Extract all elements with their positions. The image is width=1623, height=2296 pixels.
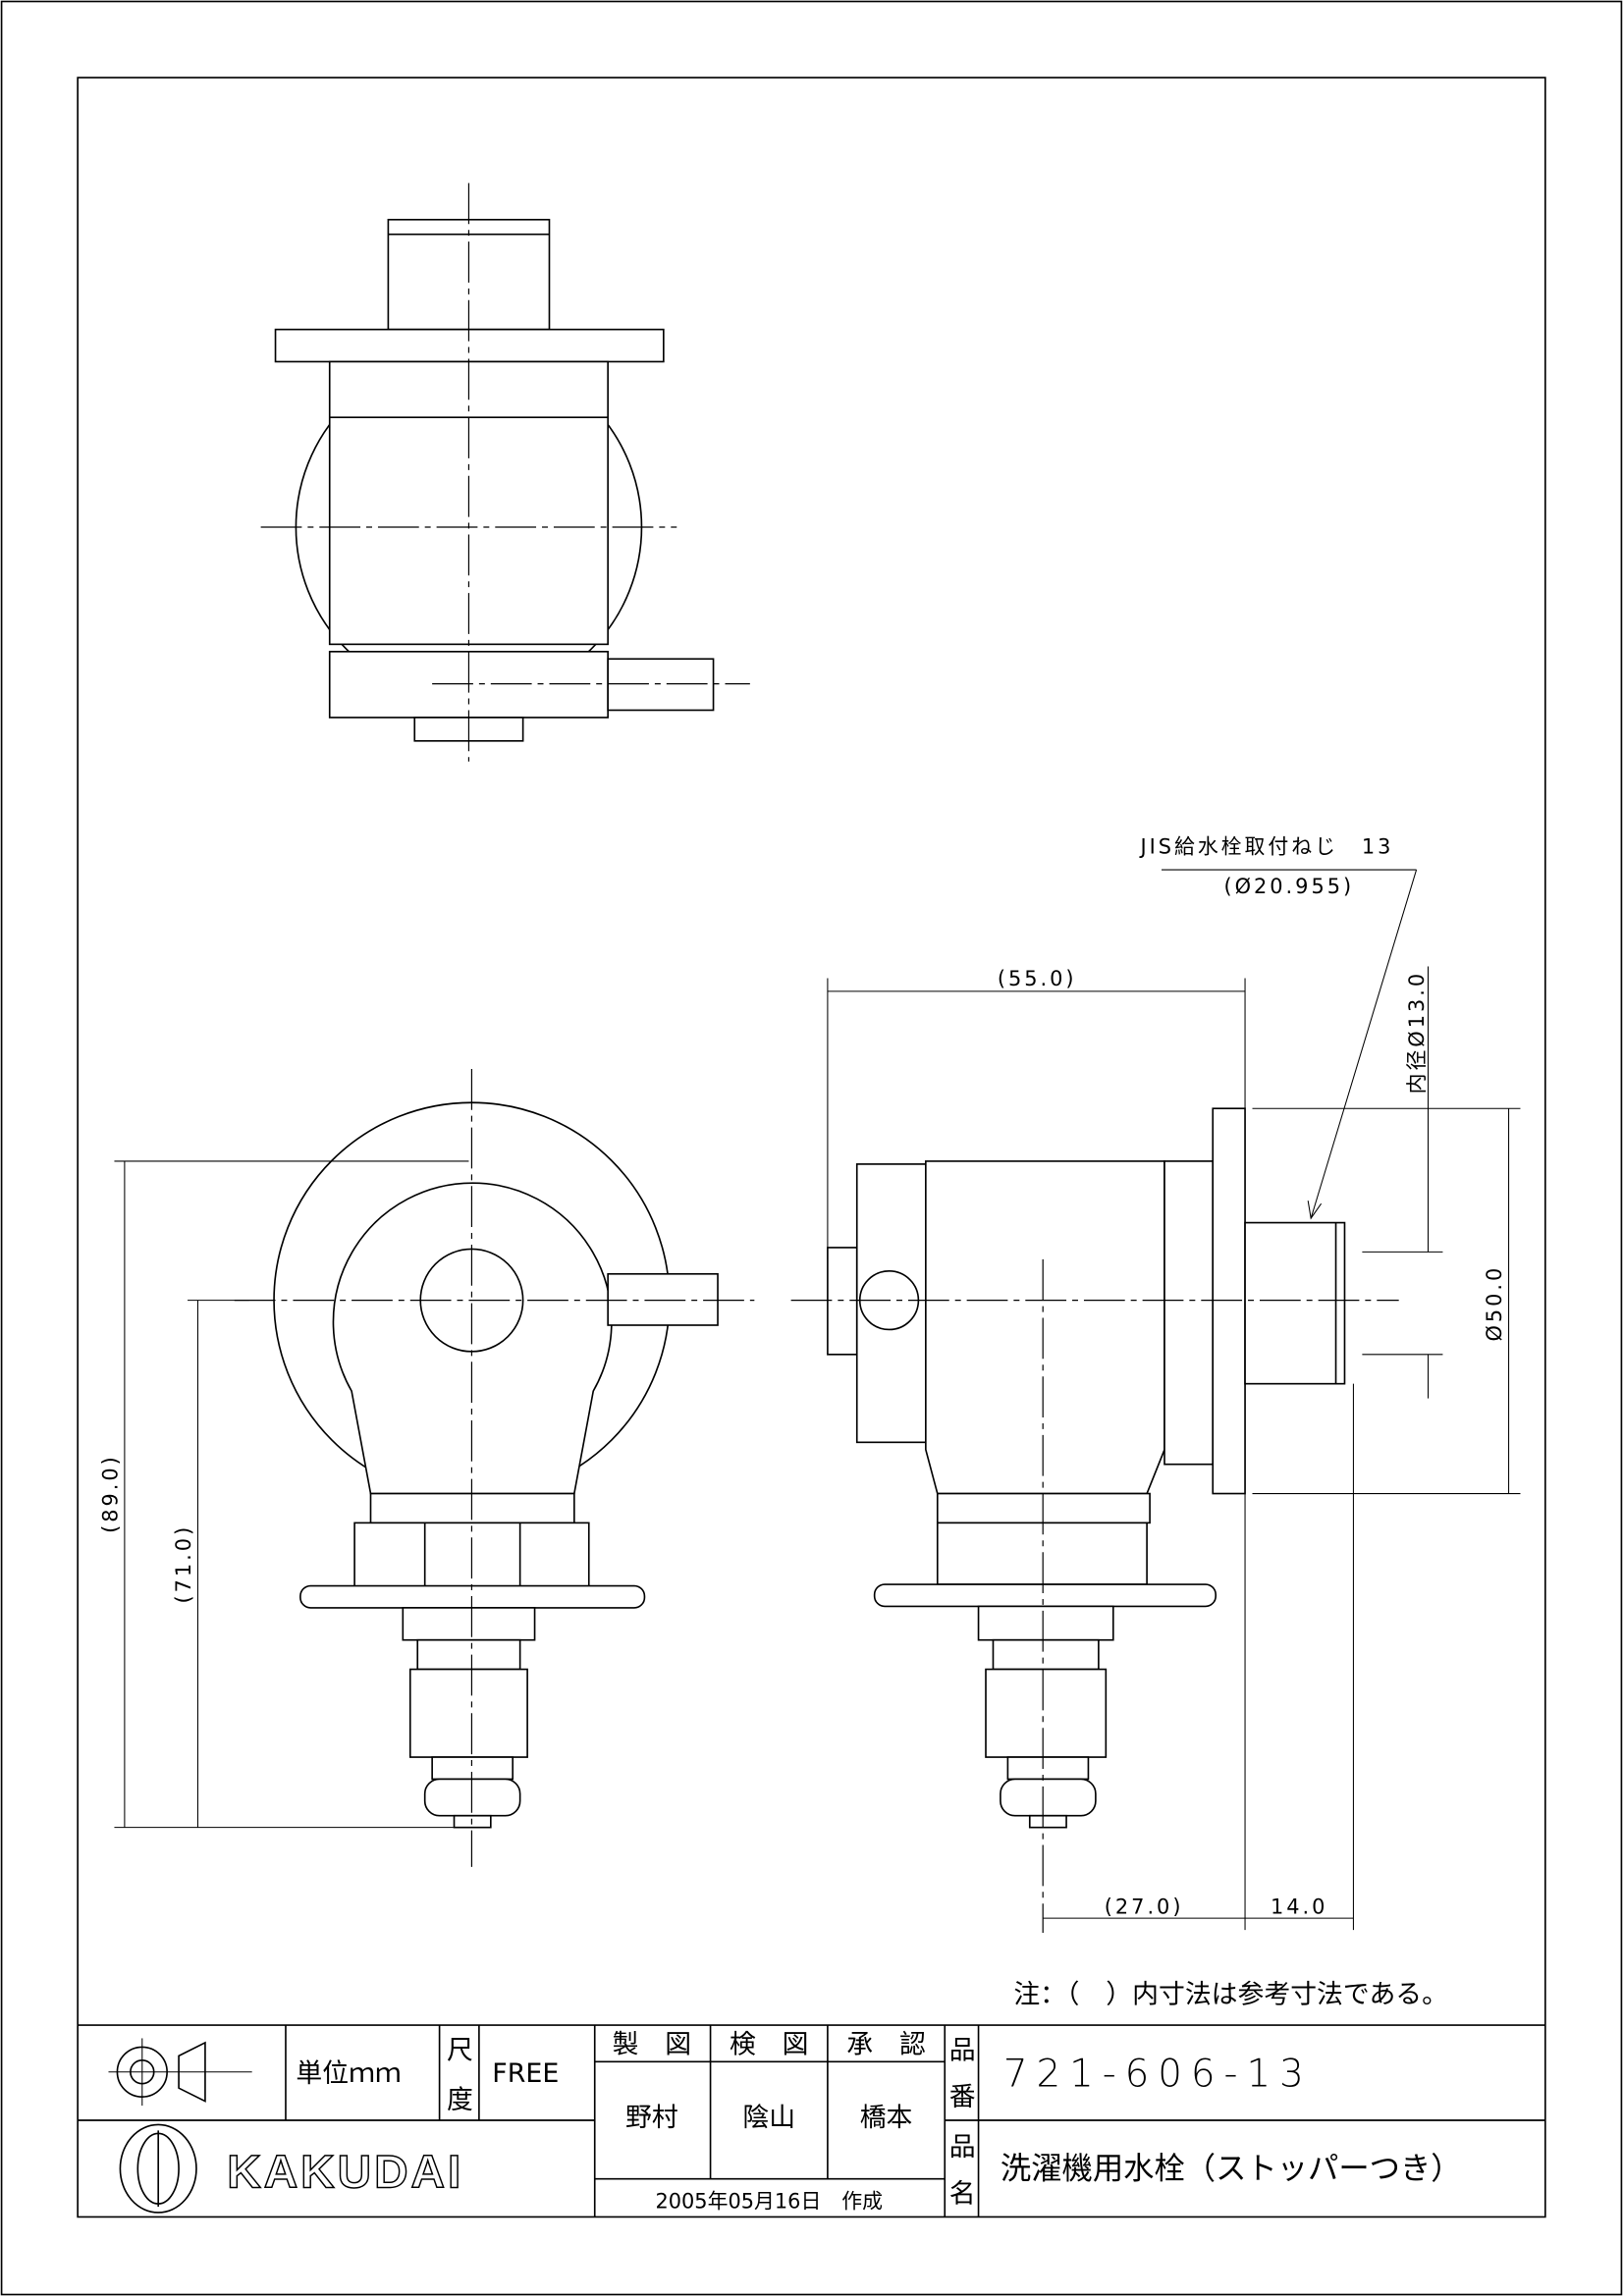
- dim-flange-dia: Ø50.0: [1483, 1265, 1506, 1342]
- reference-note: 注：（ ）内寸法は参考寸法である。: [1013, 1980, 1448, 2010]
- side-view: [790, 869, 1521, 1934]
- name-drafter: 野村: [625, 2103, 678, 2133]
- part-number: 721-606-13: [1003, 2053, 1313, 2097]
- part-name-label-2: 名: [949, 2179, 976, 2210]
- dim-thread-length: 14.0: [1271, 1896, 1327, 1919]
- third-angle-projection-icon: [108, 2038, 252, 2107]
- dim-inner-dia: 内径Ø13.0: [1405, 971, 1429, 1095]
- top-view: [260, 183, 750, 762]
- thread-spec-callout: JIS給水栓取付ねじ 13: [1138, 835, 1393, 859]
- role-checker: 検 図: [730, 2029, 809, 2059]
- title-block: [78, 2024, 1545, 2217]
- kakudai-logo-icon: [119, 2123, 197, 2214]
- name-checker: 陰山: [742, 2103, 795, 2133]
- dim-depth-27: (27.0): [1105, 1896, 1184, 1919]
- dim-height-71: (71.0): [172, 1524, 195, 1604]
- dim-height-89: (89.0): [98, 1454, 122, 1533]
- unit-label: 単位ｍｍ: [296, 2058, 401, 2089]
- part-name: 洗濯機用水栓（ストッパーつき）: [1001, 2152, 1462, 2187]
- brand-name: KAKUDAI: [227, 2147, 463, 2199]
- thread-dia-callout: (Ø20.955): [1223, 875, 1354, 898]
- scale-value: FREE: [492, 2058, 559, 2089]
- part-no-label-1: 品: [949, 2035, 976, 2065]
- role-approver: 承 認: [846, 2029, 926, 2059]
- name-approver: 橋本: [860, 2103, 913, 2133]
- creation-date: 2005年05月16日 作成: [655, 2189, 883, 2213]
- part-no-label-2: 番: [949, 2082, 976, 2112]
- drawing-frame: [77, 77, 1546, 2218]
- part-name-label-1: 品: [949, 2132, 976, 2163]
- scale-label-2: 度: [447, 2085, 473, 2115]
- role-drafter: 製 図: [613, 2029, 692, 2059]
- dim-width-55: (55.0): [998, 967, 1077, 990]
- scale-label-1: 尺: [447, 2035, 473, 2065]
- front-view: [114, 1068, 755, 1867]
